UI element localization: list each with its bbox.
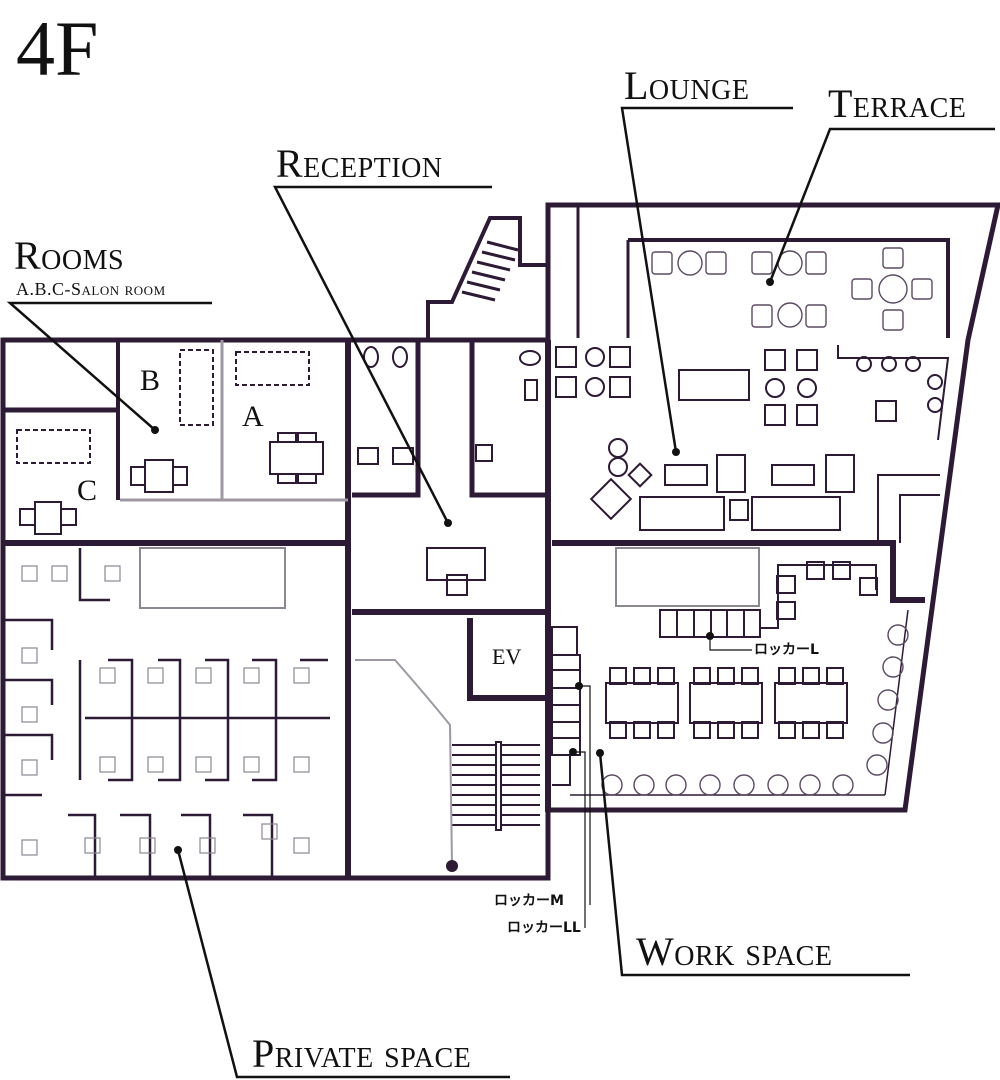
room-b-label: B xyxy=(140,364,161,397)
locker-ll-label: ロッカーLL xyxy=(507,920,581,936)
reception-leader xyxy=(272,185,492,524)
locker-l-label: ロッカーL xyxy=(754,642,819,658)
work-space-leader xyxy=(598,752,910,977)
private-space-leader xyxy=(176,849,510,1079)
terrace-leader xyxy=(768,127,995,283)
elevator-label: EV xyxy=(492,644,522,669)
locker-m-label: ロッカーM xyxy=(494,893,564,909)
lounge-leader xyxy=(620,106,793,453)
locker-l-leader xyxy=(709,636,752,651)
reception-callout-title: Reception xyxy=(276,141,443,186)
private-space-callout-title: Private space xyxy=(252,1031,472,1076)
rooms-callout-subtitle: A.B.C-Salon room xyxy=(16,279,166,299)
outer-wall xyxy=(0,202,1000,881)
locker-ll-leader xyxy=(573,751,586,928)
room-c-label: C xyxy=(77,474,98,507)
room-a-label: A xyxy=(242,400,264,433)
floor-label: 4F xyxy=(16,5,99,92)
terrace-callout-title: Terrace xyxy=(828,81,967,126)
work-space-callout-title: Work space xyxy=(636,929,833,974)
rooms-callout-title: Rooms xyxy=(14,233,125,278)
rooms-leader xyxy=(6,301,212,431)
lounge-callout-title: Lounge xyxy=(624,63,750,108)
